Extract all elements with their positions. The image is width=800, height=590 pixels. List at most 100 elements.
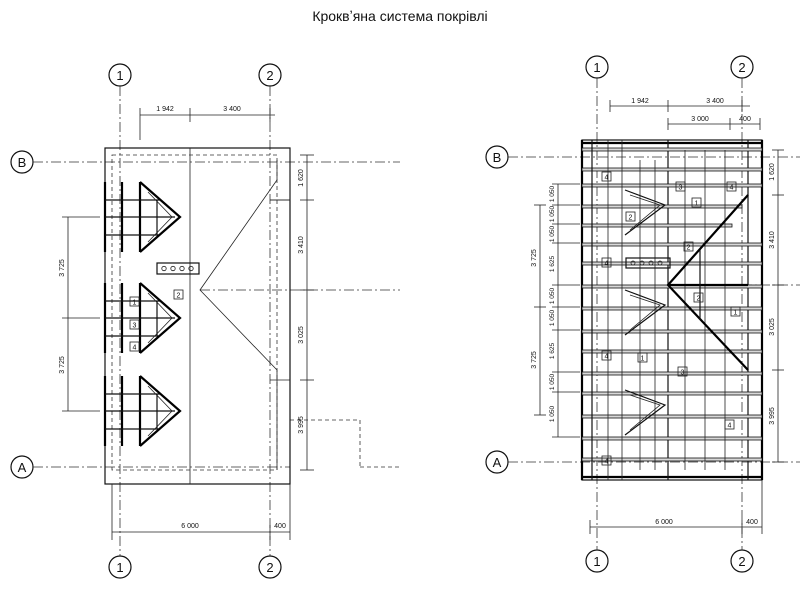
dim-right-right-4: 3 995 bbox=[769, 407, 776, 425]
svg-text:3: 3 bbox=[133, 323, 137, 330]
axis-marker-a-right: А bbox=[485, 450, 509, 474]
dim-left-left-2: 3 725 bbox=[59, 356, 66, 374]
svg-text:4: 4 bbox=[133, 345, 137, 352]
svg-text:3: 3 bbox=[679, 185, 683, 192]
svg-text:2: 2 bbox=[266, 68, 273, 83]
dim-top-right-1: 1 942 bbox=[631, 98, 649, 105]
marker-left-3: 3 bbox=[129, 319, 140, 330]
svg-text:4: 4 bbox=[728, 423, 732, 430]
dim-left-inner-right-5: 1 050 bbox=[549, 287, 556, 304]
marker-right-0: 4 bbox=[601, 171, 612, 182]
dormer-frame-2 bbox=[103, 282, 182, 354]
dim-top-right-2: 3 400 bbox=[706, 98, 724, 105]
dim-left-inner-right-9: 1 050 bbox=[549, 405, 556, 422]
dim-left-inner-right-6: 1 050 bbox=[549, 309, 556, 326]
axis-marker-1-top-left: 1 bbox=[108, 63, 132, 87]
svg-text:3: 3 bbox=[681, 370, 685, 377]
marker-right-4: 2 bbox=[625, 211, 636, 222]
axis-marker-1-bottom-right: 1 bbox=[585, 549, 609, 573]
left-plan: 1 2 1 2 В А bbox=[10, 63, 400, 579]
marker-right-9: 4 bbox=[601, 350, 612, 361]
marker-right-11: 3 bbox=[677, 366, 688, 377]
marker-right-5: 2 bbox=[683, 241, 694, 252]
svg-text:1: 1 bbox=[734, 310, 738, 317]
marker-right-3: 1 bbox=[691, 197, 702, 208]
vertical-beams bbox=[591, 140, 726, 480]
dim-bottom-left-1: 6 000 bbox=[181, 523, 199, 530]
axis-marker-b-left: В bbox=[10, 150, 34, 174]
horizontal-beams bbox=[581, 147, 763, 462]
dim-left-inner-right-8: 1 050 bbox=[549, 373, 556, 390]
dim-top-right-3: 3 000 bbox=[691, 116, 709, 123]
chimney-left bbox=[156, 262, 200, 275]
svg-text:2: 2 bbox=[177, 293, 181, 300]
marker-right-13: 4 bbox=[601, 455, 612, 466]
chimney-right bbox=[625, 257, 671, 269]
svg-text:А: А bbox=[18, 460, 27, 475]
dim-right-left-2: 3 410 bbox=[298, 236, 305, 254]
axis-marker-1-bottom-left: 1 bbox=[108, 555, 132, 579]
dim-right-right-2: 3 410 bbox=[769, 231, 776, 249]
svg-text:4: 4 bbox=[605, 354, 609, 361]
svg-text:1: 1 bbox=[695, 201, 699, 208]
dim-right-left-4: 3 995 bbox=[298, 416, 305, 434]
dim-left-inner-right-4: 1 625 bbox=[549, 255, 556, 272]
svg-text:4: 4 bbox=[605, 261, 609, 268]
svg-text:4: 4 bbox=[605, 459, 609, 466]
svg-text:1: 1 bbox=[116, 560, 123, 575]
dim-right-left-3: 3 025 bbox=[298, 326, 305, 344]
svg-text:1: 1 bbox=[593, 60, 600, 75]
marker-right-2: 4 bbox=[726, 181, 737, 192]
axis-marker-2-bottom-left: 2 bbox=[258, 555, 282, 579]
dim-right-right-1: 1 620 bbox=[769, 163, 776, 181]
dim-top-right-4: 400 bbox=[739, 116, 751, 123]
axis-marker-1-top-right: 1 bbox=[585, 55, 609, 79]
dim-left-inner-right-7: 1 625 bbox=[549, 342, 556, 359]
marker-right-10: 1 bbox=[637, 352, 648, 363]
dim-bottom-right-1: 6 000 bbox=[655, 519, 673, 526]
marker-right-7: 2 bbox=[693, 292, 704, 303]
svg-text:1: 1 bbox=[133, 300, 137, 307]
svg-text:2: 2 bbox=[629, 215, 633, 222]
svg-text:4: 4 bbox=[730, 185, 734, 192]
marker-right-6: 4 bbox=[601, 257, 612, 268]
dim-left-inner-right-2: 1 050 bbox=[549, 205, 556, 222]
svg-text:2: 2 bbox=[738, 60, 745, 75]
svg-text:А: А bbox=[493, 455, 502, 470]
dim-right-right-3: 3 025 bbox=[769, 318, 776, 336]
axis-marker-a-left: А bbox=[10, 455, 34, 479]
dim-top-left-1: 1 942 bbox=[156, 106, 174, 113]
svg-text:2: 2 bbox=[697, 296, 701, 303]
right-plan: 1 2 1 2 В А bbox=[485, 55, 800, 573]
dim-bottom-right-2: 400 bbox=[746, 519, 758, 526]
dim-left-inner-right-3: 1 050 bbox=[549, 225, 556, 242]
marker-left-4: 4 bbox=[129, 341, 140, 352]
dormer-frame-1 bbox=[103, 181, 182, 253]
svg-text:В: В bbox=[493, 150, 502, 165]
svg-text:1: 1 bbox=[641, 356, 645, 363]
dim-left-outer-right-1: 3 725 bbox=[531, 249, 538, 267]
svg-text:2: 2 bbox=[687, 245, 691, 252]
svg-text:2: 2 bbox=[738, 554, 745, 569]
drawing-title: Кроквʼяна система покрівлі bbox=[312, 8, 488, 24]
axis-marker-b-right: В bbox=[485, 145, 509, 169]
dim-left-outer-right-2: 3 725 bbox=[531, 351, 538, 369]
dim-right-left-1: 1 620 bbox=[298, 169, 305, 187]
dim-left-inner-right-1: 1 050 bbox=[549, 185, 556, 202]
dim-top-left-2: 3 400 bbox=[223, 106, 241, 113]
dormer-frame-3 bbox=[103, 375, 182, 447]
axis-marker-2-top-right: 2 bbox=[730, 55, 754, 79]
marker-right-1: 3 bbox=[675, 181, 686, 192]
svg-text:1: 1 bbox=[116, 68, 123, 83]
marker-left-1: 1 bbox=[129, 296, 140, 307]
axis-marker-2-bottom-right: 2 bbox=[730, 549, 754, 573]
svg-text:2: 2 bbox=[266, 560, 273, 575]
marker-right-12: 4 bbox=[724, 419, 735, 430]
svg-text:В: В bbox=[18, 155, 27, 170]
svg-text:1: 1 bbox=[593, 554, 600, 569]
axis-marker-2-top-left: 2 bbox=[258, 63, 282, 87]
dim-left-left-1: 3 725 bbox=[59, 259, 66, 277]
dim-bottom-left-2: 400 bbox=[274, 523, 286, 530]
svg-text:4: 4 bbox=[605, 175, 609, 182]
